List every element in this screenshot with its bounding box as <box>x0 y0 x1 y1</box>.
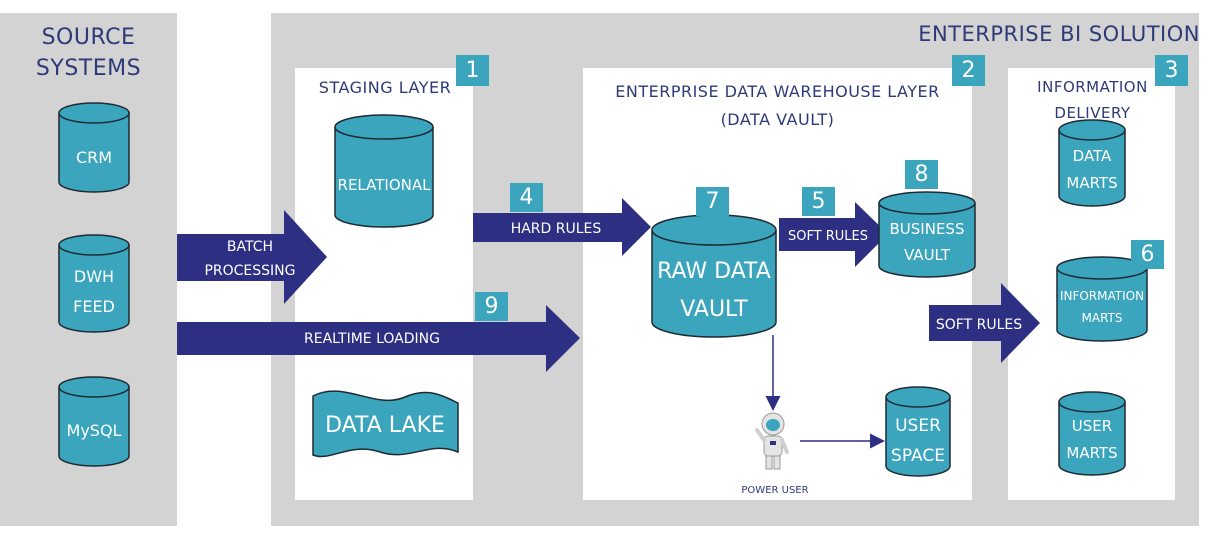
user-space-cylinder <box>885 386 951 477</box>
information-marts-label-line2: MARTS <box>1082 311 1123 325</box>
user-space-label-line2: SPACE <box>891 446 945 466</box>
batch-processing-label-line1: BATCH <box>227 239 273 255</box>
raw-data-vault-cylinder <box>651 214 777 338</box>
dwh-feed-label-line2: FEED <box>73 297 115 316</box>
relational-label: RELATIONAL <box>338 176 432 194</box>
delivery-badge: 3 <box>1155 55 1188 86</box>
user-space-label-line1: USER <box>895 416 941 436</box>
dwh-feed-label-line1: DWH <box>74 267 114 286</box>
soft-rules-arrow-1 <box>779 202 888 267</box>
soft-rules-arrow-2 <box>929 283 1040 363</box>
soft-rules-label-2: SOFT RULES <box>936 317 1022 333</box>
staging-badge: 1 <box>456 55 489 86</box>
business-vault-badge: 8 <box>905 160 938 189</box>
crm-label: CRM <box>76 148 112 167</box>
staging-layer-title: STAGING LAYER <box>318 78 452 97</box>
power-user-label: POWER USER <box>741 485 808 496</box>
data-marts-label-line1: DATA <box>1073 147 1112 165</box>
business-vault-label-line2: VAULT <box>904 246 951 264</box>
power-user-icon <box>755 412 789 470</box>
realtime-loading-arrow <box>177 305 580 372</box>
soft-rules-badge: 5 <box>802 187 835 216</box>
user-marts-cylinder <box>1058 391 1126 476</box>
hard-rules-label: HARD RULES <box>511 221 602 237</box>
information-marts-cylinder <box>1056 256 1148 342</box>
relational-cylinder <box>334 114 434 228</box>
data-lake-shape <box>312 390 459 458</box>
edw-layer-title-line1: ENTERPRISE DATA WAREHOUSE LAYER <box>615 82 940 101</box>
hard-rules-badge: 4 <box>510 183 543 212</box>
mysql-cylinder <box>58 376 130 467</box>
realtime-loading-label: REALTIME LOADING <box>304 331 440 347</box>
batch-processing-arrow <box>177 210 327 304</box>
information-marts-label-line1: INFORMATION <box>1060 289 1144 303</box>
raw-data-vault-label-line2: VAULT <box>680 297 748 322</box>
dwh-feed-cylinder <box>58 234 130 333</box>
source-systems-title: SOURCE SYSTEMS <box>0 22 177 84</box>
information-marts-badge: 6 <box>1131 240 1164 269</box>
edw-layer-title-line2: (DATA VAULT) <box>720 110 835 129</box>
data-lake-label: DATA LAKE <box>325 413 445 438</box>
crm-cylinder <box>58 102 130 193</box>
edw-badge: 2 <box>952 55 985 86</box>
user-marts-label-line1: USER <box>1072 417 1112 435</box>
batch-processing-label-line2: PROCESSING <box>204 263 295 279</box>
user-marts-label-line2: MARTS <box>1066 444 1117 462</box>
edw-layer-title: ENTERPRISE DATA WAREHOUSE LAYER (DATA VA… <box>600 78 955 134</box>
source-systems-title-line2: SYSTEMS <box>35 56 142 81</box>
information-delivery-title: INFORMATION DELIVERY <box>1025 74 1160 126</box>
source-systems-title-line1: SOURCE <box>41 25 136 50</box>
data-marts-label-line2: MARTS <box>1066 174 1117 192</box>
hard-rules-arrow <box>473 198 651 256</box>
realtime-loading-badge: 9 <box>475 292 508 321</box>
business-vault-cylinder <box>878 191 976 278</box>
information-delivery-title-line2: DELIVERY <box>1054 104 1131 122</box>
soft-rules-label-1: SOFT RULES <box>788 229 868 244</box>
information-delivery-title-line1: INFORMATION <box>1037 78 1148 96</box>
enterprise-bi-title: ENTERPRISE BI SOLUTION <box>918 22 1200 46</box>
raw-data-vault-label-line1: RAW DATA <box>657 259 771 284</box>
data-marts-cylinder <box>1058 119 1126 207</box>
business-vault-label-line1: BUSINESS <box>890 220 965 238</box>
raw-data-vault-badge: 7 <box>696 187 729 216</box>
mysql-label: MySQL <box>67 421 122 440</box>
